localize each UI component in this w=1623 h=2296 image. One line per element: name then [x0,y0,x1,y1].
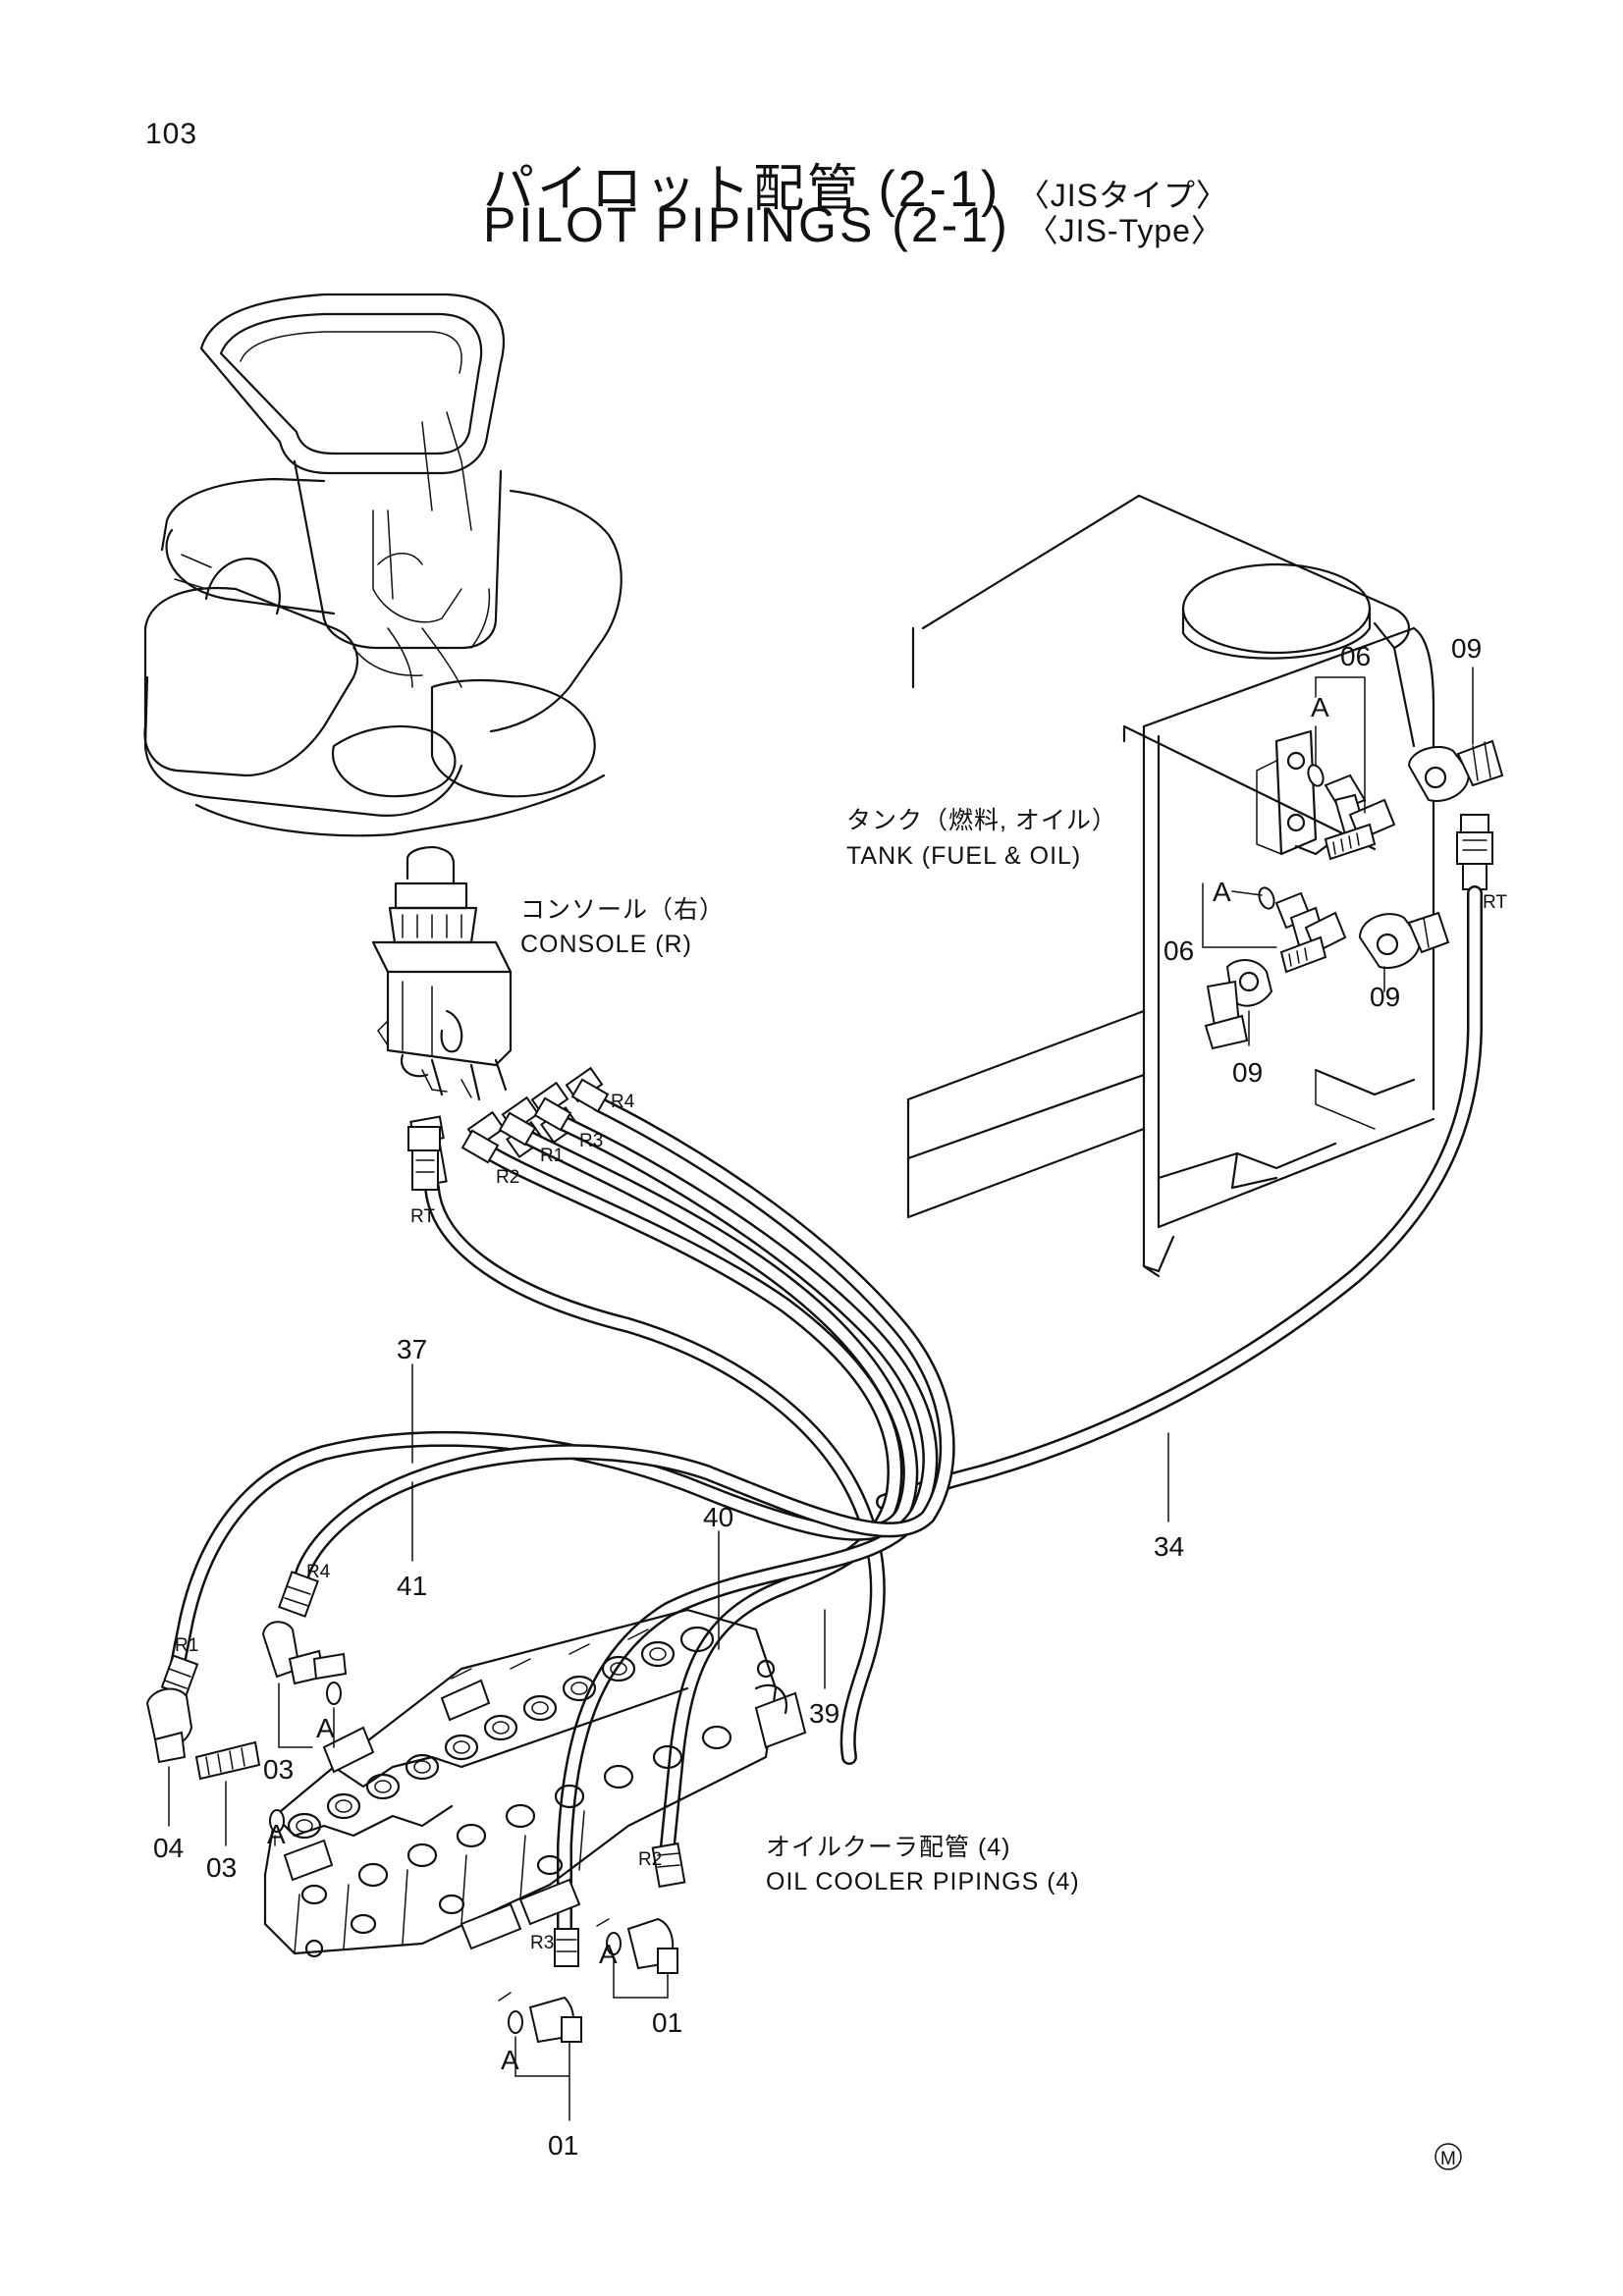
part-01-right: 01 [652,2007,682,2038]
port-r1-console: R1 [540,1146,564,1166]
detail-a-tank-lower: A [1213,877,1231,907]
detail-a-tank-upper: A [1311,692,1329,722]
port-r3-valve: R3 [530,1933,554,1953]
part-06-lower: 06 [1163,935,1194,966]
tank-label-ja: タンク（燃料, オイル） [846,807,1117,834]
part-09-middle: 09 [1370,982,1400,1012]
part-41: 41 [397,1571,427,1601]
detail-a-marks: A A A A A A [267,692,1329,2075]
port-r2-console: R2 [496,1167,519,1188]
part-04: 04 [153,1833,184,1863]
detail-a-01-bottom: A [501,2045,519,2075]
part-06-upper: 06 [1340,641,1371,671]
console-label-en: CONSOLE (R) [520,931,692,958]
valve-fittings [145,1571,686,2044]
title-ja-main: パイロット配管 (2-1) [483,161,1001,218]
part-09-lower: 09 [1232,1057,1263,1088]
port-rt-tank: RT [1483,892,1507,913]
maker-mark-letter: M [1440,2149,1456,2169]
title-ja-sub: 〈JISタイプ〉 [1017,178,1228,213]
port-labels: RT RT R1 R2 R3 R4 R1 R2 R3 R4 [175,892,1507,1953]
part-01-bottom: 01 [548,2130,578,2161]
console-hose-ends [407,1078,610,1191]
part-03-lower: 03 [206,1852,237,1883]
port-rt-console: RT [410,1206,435,1227]
title-en-main: PILOT PIPINGS (2-1) [483,197,1010,252]
console-pilot-valve [371,845,513,1101]
title-en-sub: 〈JIS-Type〉 [1026,213,1223,248]
oilcooler-label-en: OIL COOLER PIPINGS (4) [766,1868,1080,1896]
detail-a-valve-lower: A [267,1819,286,1849]
part-37: 37 [397,1334,427,1364]
port-r1-valve: R1 [175,1635,198,1656]
page-number: 103 [145,118,198,150]
page-title-japanese: パイロット配管 (2-1) 〈JISタイプ〉 [483,147,1228,221]
operator-seat-illustration [143,293,622,837]
port-r3-console: R3 [579,1131,603,1151]
tank-fittings [1204,739,1504,1050]
control-valve-assembly [263,1608,807,1958]
port-r4-console: R4 [611,1092,635,1112]
callout-labels: タンク（燃料, オイル） TANK (FUEL & OIL) コンソール（右） … [520,807,1117,1896]
leader-lines [168,667,1474,2121]
part-number-labels: 06 06 09 09 09 37 41 40 39 34 03 03 04 0… [153,633,1482,2161]
tank-label-en: TANK (FUEL & OIL) [846,842,1081,870]
detail-a-01-right: A [599,1939,618,1969]
part-03-upper: 03 [263,1754,294,1785]
maker-mark: M [1434,2143,1462,2170]
part-40: 40 [703,1502,733,1532]
part-09-upper: 09 [1451,633,1482,664]
port-r4-valve: R4 [306,1562,331,1582]
port-r2-valve: R2 [638,1849,662,1870]
page-title-english: PILOT PIPINGS (2-1) 〈JIS-Type〉 [483,196,1223,253]
part-39: 39 [809,1698,839,1729]
pilot-hoses [169,885,1483,1942]
console-label-ja: コンソール（右） [520,896,725,924]
tank-fuel-oil [906,494,1435,1278]
detail-a-valve-upper: A [316,1713,335,1743]
part-34: 34 [1154,1531,1184,1562]
oilcooler-label-ja: オイルクーラ配管 (4) [766,1834,1011,1861]
